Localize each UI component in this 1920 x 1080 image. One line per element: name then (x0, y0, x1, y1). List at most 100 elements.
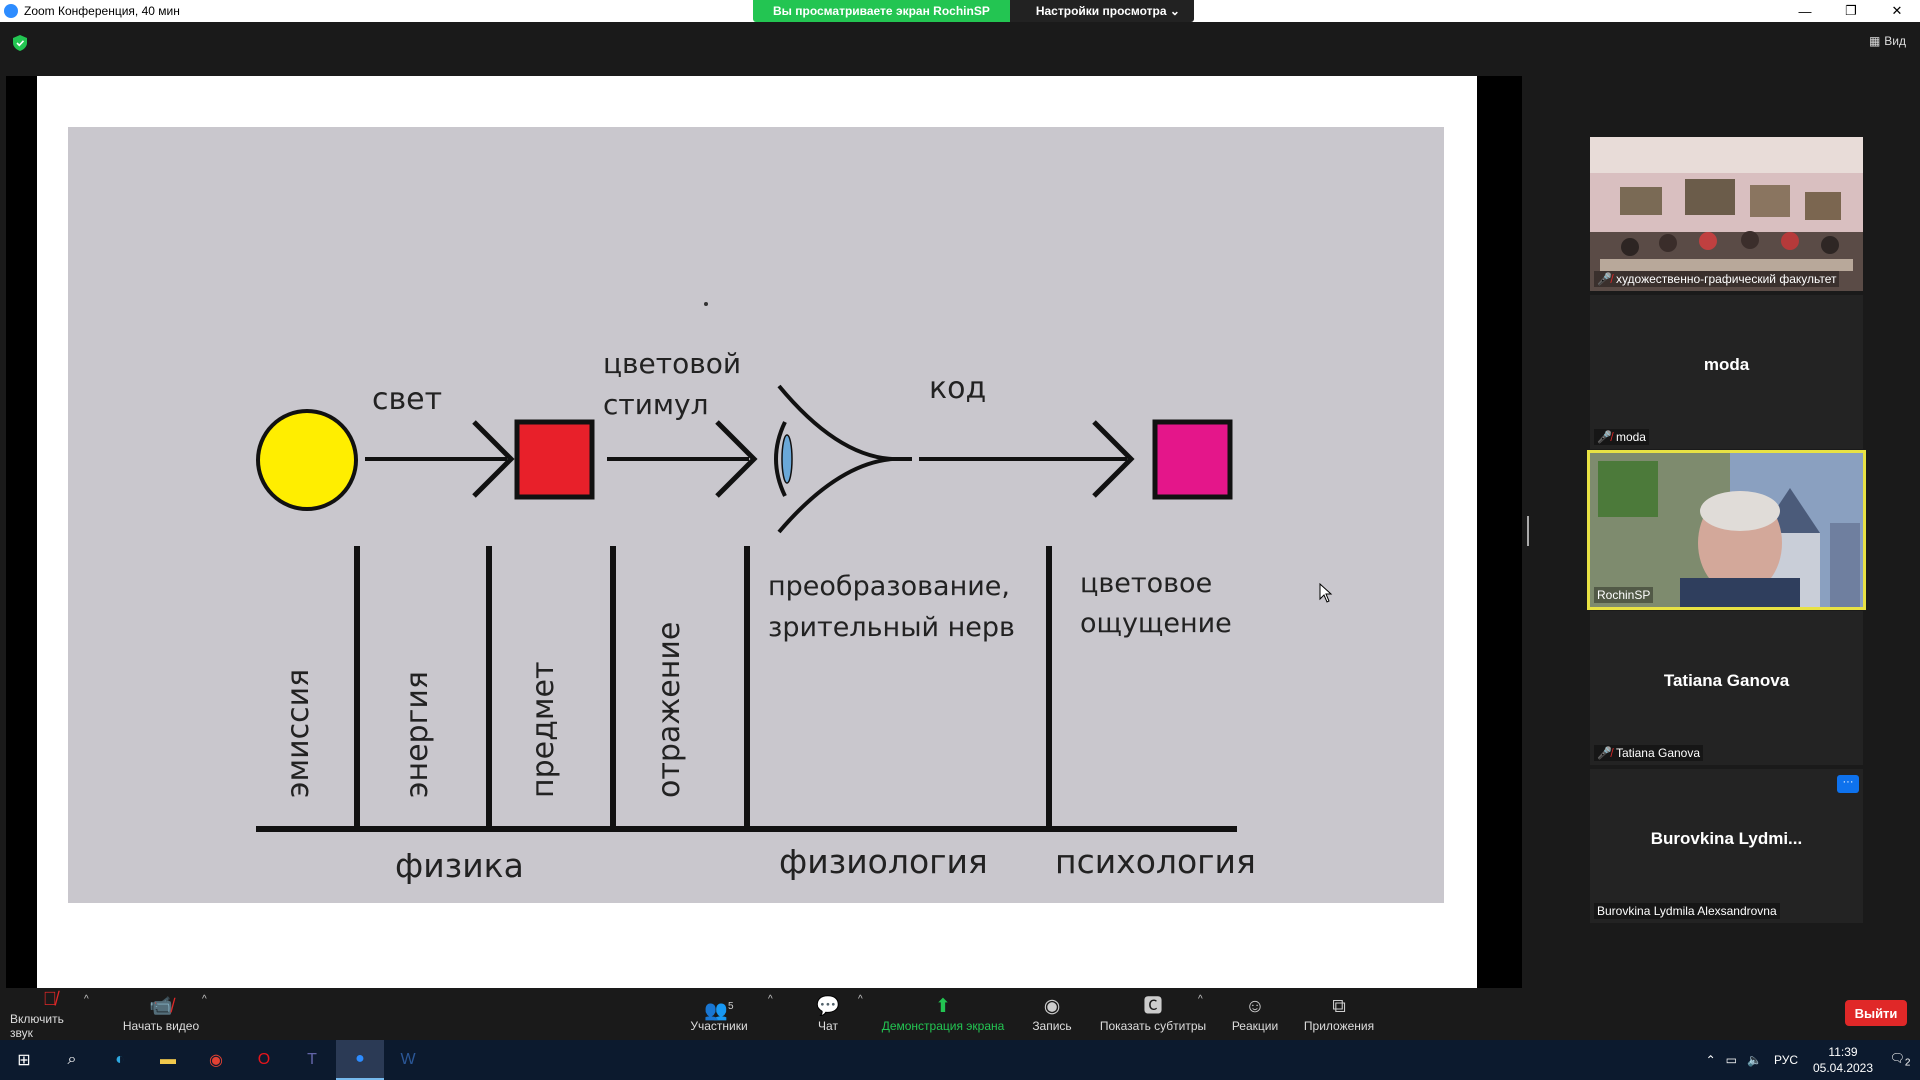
smiley-icon: ☺ (1245, 996, 1265, 1017)
label-stimulus-2: стимул (603, 388, 709, 421)
start-video-button[interactable]: 📹̸ Начать видео (122, 996, 200, 1033)
label-transform-2: зрительный нерв (768, 612, 1015, 643)
cc-icon: 🅲 (1143, 996, 1163, 1017)
participant-tile[interactable]: moda 🎤̸ moda (1590, 295, 1863, 449)
captions-options-caret[interactable]: ^ (1198, 994, 1203, 1005)
participants-icon: 👥5 (704, 1000, 734, 1022)
network-icon[interactable]: ▭ (1725, 1053, 1738, 1067)
edge-icon[interactable]: ◐ (115, 1051, 125, 1068)
participant-name-label: Burovkina Lydmila Alexsandrovna (1594, 903, 1780, 919)
label-stimulus-1: цветовой (603, 347, 741, 380)
participant-display-name: moda (1703, 355, 1750, 374)
word-icon[interactable]: W (400, 1051, 416, 1068)
participant-tile-active[interactable]: RochinSP (1587, 450, 1866, 610)
mic-muted-icon: 🎤̸ (1597, 746, 1612, 760)
leave-button[interactable]: Выйти (1845, 1000, 1907, 1026)
diagram-panel (68, 127, 1444, 903)
security-shield-icon[interactable] (13, 35, 27, 51)
object-square (514, 419, 595, 500)
mic-muted-icon: 🎤̸ (1597, 272, 1612, 286)
participant-display-name: Tatiana Ganova (1663, 671, 1790, 690)
participant-tile[interactable]: 🎤̸ художественно-графический факультет (1590, 137, 1863, 291)
reactions-button[interactable]: ☺ Реакции (1231, 996, 1279, 1033)
mic-muted-icon: 🎤̸ (1597, 430, 1612, 444)
viewing-screen-label: Вы просматриваете экран RochinSP (753, 0, 1010, 22)
presentation-slide: свет цветовой стимул код эмиссия энергия… (37, 76, 1477, 988)
participant-display-name: Burovkina Lydmi... (1650, 829, 1803, 848)
arrowhead-light (472, 420, 515, 498)
notifications-icon[interactable]: 🗨2 (1889, 1051, 1911, 1069)
label-light: свет (372, 382, 442, 417)
label-sensation-1: цветовое (1080, 568, 1212, 599)
window-title: Zoom Конференция, 40 мин (24, 4, 180, 18)
windows-taskbar: ⊞ ⌕ ◐ ▬ ◉ O T ● W ⌃ ▭ 🔈 РУС 11:39 05.04.… (0, 1040, 1920, 1080)
volume-icon[interactable]: 🔈 (1747, 1053, 1762, 1067)
system-tray: ⌃ ▭ 🔈 РУС 11:39 05.04.2023 🗨2 (1706, 1040, 1920, 1080)
audio-options-caret[interactable]: ^ (84, 994, 89, 1005)
panel-splitter-handle[interactable] (1527, 516, 1529, 546)
label-transform-1: преобразование, (768, 571, 1010, 602)
chat-options-caret[interactable]: ^ (858, 994, 863, 1005)
tray-expand-icon[interactable]: ⌃ (1705, 1053, 1716, 1067)
windows-start-icon[interactable]: ⊞ (17, 1052, 31, 1069)
record-icon: ◉ (1043, 996, 1061, 1017)
participant-name-label: 🎤̸ moda (1594, 429, 1649, 445)
view-label: Вид (1884, 34, 1906, 48)
zoom-taskbar-icon[interactable]: ● (336, 1040, 384, 1080)
video-off-icon: 📹̸ (149, 996, 173, 1017)
label-energy: энергия (400, 671, 435, 798)
label-reflection: отражение (652, 622, 687, 798)
participant-name-label: 🎤̸ художественно-графический факультет (1594, 271, 1840, 287)
grid-icon: ▦ (1868, 34, 1881, 48)
label-emission: эмиссия (281, 669, 316, 798)
restore-button[interactable]: ❐ (1845, 3, 1857, 18)
light-source-circle (256, 409, 358, 511)
clock[interactable]: 11:39 05.04.2023 (1812, 1045, 1874, 1075)
unmute-button[interactable]: 🎙̸ Включить звук (10, 989, 64, 1040)
participant-name-label: RochinSP (1594, 587, 1654, 603)
apps-button[interactable]: ⧉ Приложения (1303, 996, 1375, 1033)
search-icon[interactable]: ⌕ (67, 1051, 77, 1068)
arrowhead-stimulus (715, 420, 758, 498)
participants-button[interactable]: 👥5 Участники (686, 988, 752, 1040)
label-sensation-2: ощущение (1080, 608, 1232, 639)
language-indicator[interactable]: РУС (1773, 1053, 1798, 1067)
view-layout-button[interactable]: ▦ Вид (1869, 34, 1906, 48)
opera-icon[interactable]: O (257, 1051, 271, 1068)
share-screen-icon: ⬆ (935, 996, 951, 1017)
label-physics: физика (395, 846, 524, 885)
label-object: предмет (526, 662, 561, 798)
record-button[interactable]: ◉ Запись (1032, 996, 1072, 1033)
share-screen-button[interactable]: ⬆ Демонстрация экрана (881, 996, 1005, 1033)
label-physiology: физиология (779, 842, 988, 881)
share-banner: Вы просматриваете экран RochinSP Настрой… (753, 0, 1194, 22)
label-code: код (929, 371, 986, 406)
participant-tile[interactable]: Tatiana Ganova 🎤̸ Tatiana Ganova (1590, 611, 1863, 765)
category-dividers (256, 546, 1237, 832)
teams-icon[interactable]: T (307, 1051, 317, 1068)
chrome-icon[interactable]: ◉ (209, 1052, 223, 1069)
mouse-cursor-icon (1319, 583, 1333, 603)
chat-icon: 💬 (816, 996, 840, 1017)
color-perception-diagram: свет цветовой стимул код эмиссия энергия… (68, 127, 1444, 903)
apps-icon: ⧉ (1332, 996, 1346, 1017)
close-button[interactable]: ✕ (1891, 3, 1903, 18)
captions-button[interactable]: 🅲 Показать субтитры (1099, 996, 1207, 1033)
stray-dot (704, 302, 708, 306)
sensation-square (1152, 419, 1233, 500)
speaker-video (1590, 453, 1863, 607)
label-psychology: психология (1055, 842, 1256, 881)
classroom-video (1590, 137, 1863, 291)
meeting-toolbar: 🎙̸ Включить звук ^ 📹̸ Начать видео ^ 👥5 … (0, 988, 1920, 1040)
file-explorer-icon[interactable]: ▬ (160, 1051, 176, 1068)
video-options-caret[interactable]: ^ (202, 994, 207, 1005)
participant-tile[interactable]: ··· Burovkina Lydmi... Burovkina Lydmila… (1590, 769, 1863, 923)
eye-symbol (774, 384, 912, 534)
minimize-button[interactable]: — (1798, 3, 1812, 19)
more-options-button[interactable]: ··· (1837, 775, 1859, 793)
view-options-button[interactable]: Настройки просмотра ⌄ (1009, 0, 1194, 22)
chat-button[interactable]: 💬 Чат (816, 996, 840, 1033)
arrowhead-code (1092, 420, 1135, 498)
meeting-topbar (0, 22, 1920, 76)
participants-options-caret[interactable]: ^ (768, 994, 773, 1005)
